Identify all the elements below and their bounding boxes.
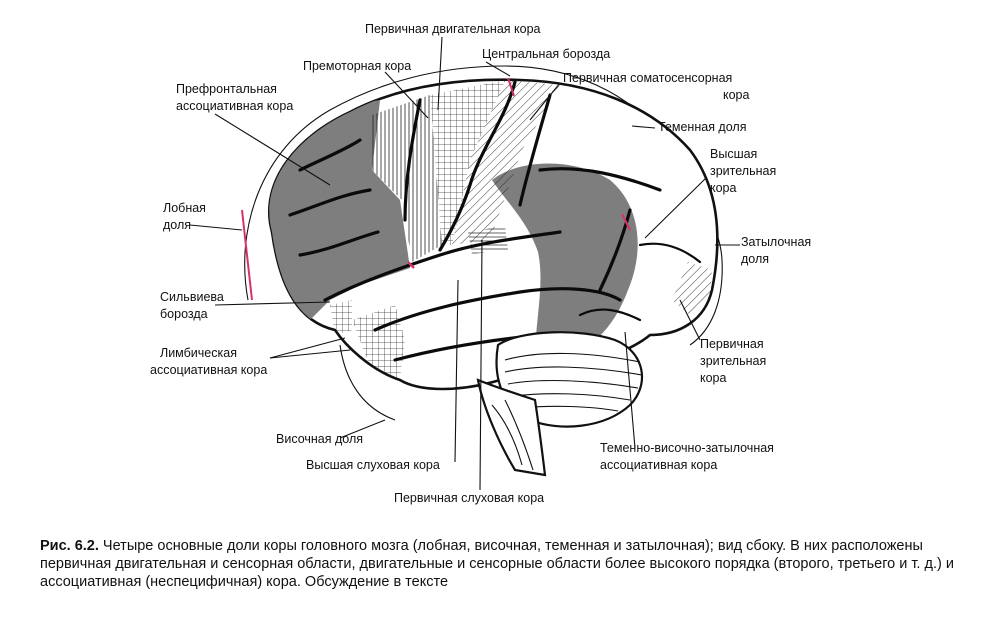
frontal-sulcus-2 [288, 188, 372, 217]
label-primary-visual-2: зрительная [700, 354, 766, 368]
label-premotor: Премоторная кора [303, 59, 411, 73]
precentral-sulcus [403, 98, 422, 222]
frontal-lobe-marker [241, 209, 253, 301]
parieto-occipital-marker [621, 213, 631, 231]
sylvian-marker [407, 261, 415, 269]
intraparietal-sulcus [538, 167, 662, 192]
temporal-sulcus-extra [578, 308, 642, 322]
frontal-lobe-arc [244, 65, 506, 301]
label-primary-somatosensory-2: кора [723, 88, 750, 102]
label-sylvian-1: Сильвиева [160, 290, 224, 304]
label-tpo-2: ассоциативная кора [600, 458, 717, 472]
primary-motor-area [430, 80, 505, 245]
postcentral-sulcus [518, 93, 552, 207]
frontal-sulcus-1 [298, 138, 362, 172]
label-tpo-1: Теменно-височно-затылочная [600, 441, 774, 455]
label-primary-motor: Первичная двигательная кора [365, 22, 541, 36]
primary-somatosensory-area [452, 80, 560, 245]
central-sulcus-marker [507, 77, 515, 97]
limbic-association-area [330, 300, 352, 335]
caption-number: Рис. 6.2. [40, 538, 99, 554]
brainstem [476, 378, 547, 477]
occipital-sulcus [638, 242, 702, 264]
label-occipital-lobe-1: Затылочная [741, 235, 811, 249]
label-higher-auditory: Высшая слуховая кора [306, 458, 440, 472]
label-higher-visual-1: Высшая [710, 147, 757, 161]
label-parietal-lobe: Теменная доля [658, 120, 746, 134]
label-frontal-lobe-1: Лобная [163, 201, 206, 215]
label-higher-visual-2: зрительная [710, 164, 776, 178]
caption-text: Четыре основные доли коры головного мозг… [40, 538, 954, 590]
label-primary-auditory: Первичная слуховая кора [394, 491, 544, 505]
label-limbic-1: Лимбическая [160, 346, 237, 360]
label-occipital-lobe-2: доля [741, 252, 769, 266]
parieto-occipital-sulcus [598, 208, 632, 292]
label-primary-somatosensory-1: Первичная соматосенсорная [563, 71, 732, 85]
frontal-sulcus-3 [298, 230, 380, 257]
superior-temporal-sulcus [373, 287, 622, 332]
prefrontal-association-area [269, 100, 410, 330]
label-limbic-2: ассоциативная кора [150, 363, 267, 377]
label-temporal-lobe: Височная доля [276, 432, 363, 446]
sylvian-fissure [323, 230, 562, 302]
label-prefrontal-1: Префронтальная [176, 82, 277, 96]
label-prefrontal-2: ассоциативная кора [176, 99, 293, 113]
primary-visual-area [672, 262, 712, 315]
primary-auditory-area [468, 226, 508, 254]
label-frontal-lobe-2: доля [163, 218, 191, 232]
label-primary-visual-3: кора [700, 371, 727, 385]
label-sylvian-2: борозда [160, 307, 208, 321]
temporal-lobe-arc [339, 344, 396, 421]
label-central-sulcus: Центральная борозда [482, 47, 610, 61]
figure-caption: Рис. 6.2. Четыре основные доли коры голо… [40, 537, 970, 591]
label-higher-visual-3: кора [710, 181, 737, 195]
label-primary-visual-1: Первичная [700, 337, 764, 351]
central-sulcus [438, 80, 517, 252]
tpo-association-area [492, 163, 638, 360]
